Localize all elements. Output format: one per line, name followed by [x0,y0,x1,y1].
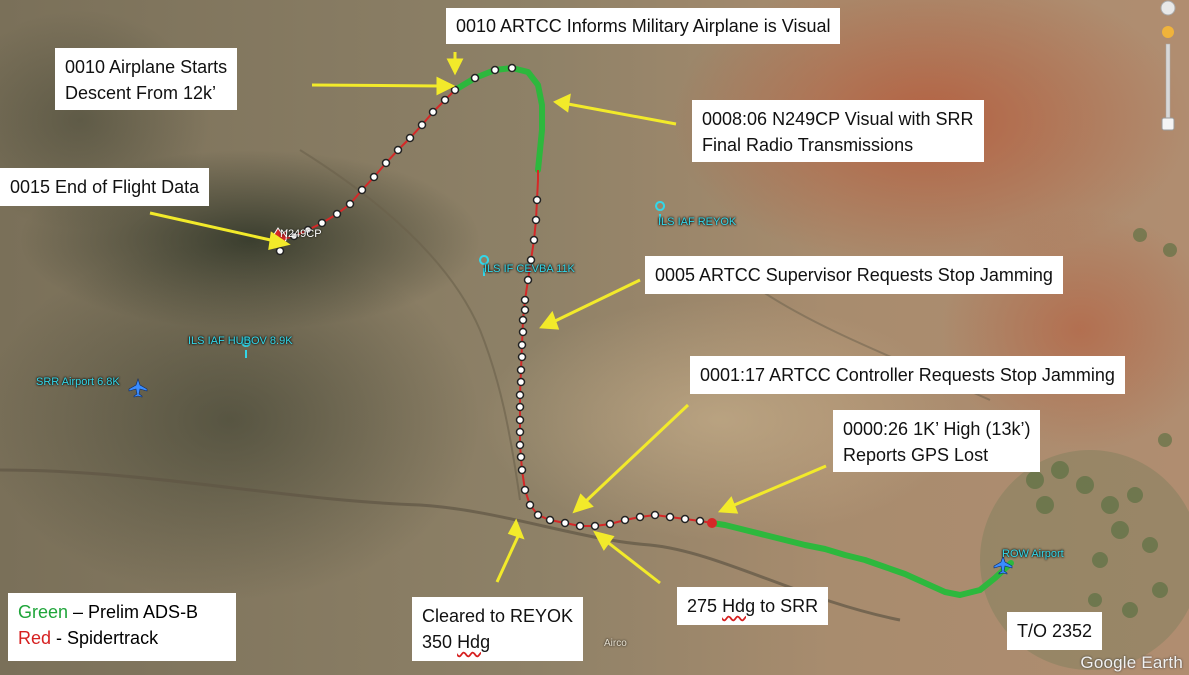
legend-ads-b: Green – Prelim ADS-B [18,599,226,625]
legend-red-word: Red [18,628,52,648]
legend-spidertrack: Red - Spidertrack [18,625,226,651]
callout-visual-srr: 0008:06 N249CP Visual with SRR Final Rad… [692,100,984,162]
callout-text: 0008:06 N249CP Visual with SRR [702,109,974,129]
ads-b-track [709,520,1014,598]
callout-end-data: 0015 End of Flight Data [0,168,210,206]
callout-text: 0005 ARTCC Supervisor Requests Stop Jamm… [655,265,1053,285]
callout-text: 0015 End of Flight Data [10,177,200,197]
callout-supervisor: 0005 ARTCC Supervisor Requests Stop Jamm… [645,256,1063,294]
airplane-icon[interactable] [128,378,148,398]
legend-green-text: – Prelim ADS-B [68,602,199,622]
zoom-slider-icon[interactable] [1161,26,1175,131]
compass-icon[interactable] [1160,0,1176,16]
callout-text: 350 Hdg [422,629,573,655]
ads-b-track-north [452,65,545,173]
placemark-icon[interactable] [479,255,490,276]
aircraft-label: N249CP [280,228,322,240]
callout-descent: 0010 Airplane Starts Descent From 12k’ [55,48,238,110]
legend-green-word: Green [18,602,69,622]
callout-text: Descent From 12k’ [65,83,217,103]
airplane-icon[interactable] [993,555,1013,575]
callout-text: Reports GPS Lost [843,445,989,465]
callout-text: 0010 ARTCC Informs Military Airplane is … [456,16,831,36]
foothills [0,240,480,600]
placemark-icon[interactable] [241,337,252,358]
heading-value: 350 [422,632,453,652]
callout-gps-lost: 0000:26 1K’ High (13k’) Reports GPS Lost [833,410,1041,472]
legend: Green – Prelim ADS-B Red - Spidertrack [8,593,236,661]
ils-reyok-label[interactable]: ILS IAF REYOK [658,216,737,228]
placemark-icon[interactable] [655,201,666,222]
callout-controller: 0001:17 ARTCC Controller Requests Stop J… [690,356,1125,394]
callout-text: 0000:26 1K’ High (13k’) [843,419,1031,439]
callout-text: Cleared to REYOK [422,606,574,626]
callout-text: 0010 Airplane Starts [65,57,228,77]
callout-arrows [149,52,827,585]
legend-red-text: - Spidertrack [51,628,159,648]
callout-takeoff: T/O 2352 [1007,612,1103,650]
callout-text: 0001:17 ARTCC Controller Requests Stop J… [700,365,1115,385]
ils-cevba-label[interactable]: ILS IF CEVBA 11K [484,263,575,275]
river-line [0,468,901,622]
heading-word: Hdg [457,632,491,652]
callout-text: Final Radio Transmissions [702,135,914,155]
imagery-attribution: Airco [604,638,627,649]
track-start-marker [707,518,717,528]
ils-hubov-label[interactable]: ILS IAF HUBOV 8.9K [188,335,293,347]
spidertrack-points [289,63,705,531]
google-earth-watermark: Google Earth [1080,653,1183,672]
heading-value: 275 [687,596,718,616]
callout-text: 275 Hdg to SRR [687,593,818,619]
srr-airport-label[interactable]: SRR Airport 6.8K [36,376,120,388]
callout-275-hdg: 275 Hdg to SRR [677,587,829,625]
callout-text: T/O 2352 [1017,621,1093,641]
drainage-line [299,149,521,501]
heading-tail: to SRR [760,596,819,616]
heading-word: Hdg [722,596,756,616]
row-airport-label[interactable]: ROW Airport [1002,548,1064,560]
farm-circles [1026,228,1177,618]
callout-military-visual: 0010 ARTCC Informs Military Airplane is … [446,8,841,44]
callout-cleared-reyok: Cleared to REYOK 350 Hdg [412,597,584,661]
